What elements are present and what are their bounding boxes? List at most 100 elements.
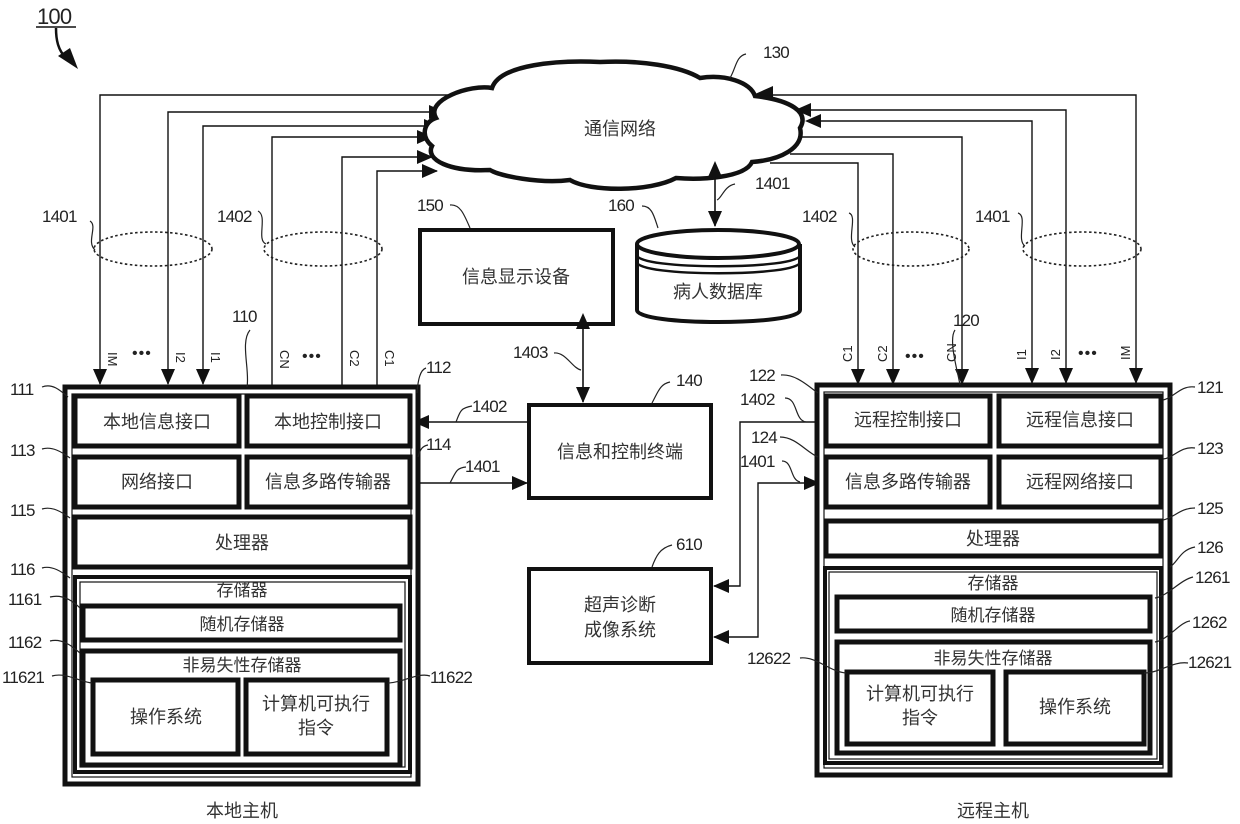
signal-I2-remote: I2 — [1048, 349, 1063, 360]
signal-C2-local: C2 — [347, 350, 362, 367]
local-nvm-label: 非易失性存储器 — [183, 656, 302, 676]
link-IM-remote — [758, 95, 1136, 384]
local-host-ref: 110 — [232, 307, 257, 326]
local-multiplexer-label: 信息多路传输器 — [265, 472, 391, 493]
local-nvm-ref: 1162 — [8, 633, 42, 652]
remote-memory-ref: 126 — [1197, 538, 1223, 557]
ultrasound-label-line1: 超声诊断 — [584, 595, 656, 616]
remote-instructions-line1: 计算机可执行 — [866, 684, 974, 705]
figure-ref-label: 100 — [37, 4, 72, 29]
patient-db-ref: 160 — [608, 196, 634, 215]
remote-multiplexer-label: 信息多路传输器 — [845, 472, 971, 493]
remote-host-caption: 远程主机 — [957, 801, 1029, 822]
signal-I2-local: I2 — [173, 352, 188, 363]
ultrasound-label-line2: 成像系统 — [584, 620, 656, 641]
link-I1-remote — [810, 121, 1032, 384]
remote-os-ref: 12621 — [1188, 653, 1232, 672]
signal-I1-local: I1 — [208, 352, 223, 363]
figure-reference: 100 — [36, 4, 78, 69]
local-multiplexer-ref: 114 — [426, 435, 451, 454]
remote-instructions-line2: 指令 — [902, 708, 938, 729]
terminal-ctrl-link-ref: 1402 — [472, 397, 507, 416]
db-network-link: 1401 — [715, 174, 790, 226]
local-ram-label: 随机存储器 — [200, 615, 285, 635]
signal-C1-local: C1 — [382, 350, 397, 367]
db-link-ref: 1401 — [755, 174, 790, 193]
remote-ram-ref: 1261 — [1195, 568, 1230, 587]
remote-network-interface-label: 远程网络接口 — [1026, 472, 1134, 493]
remote-info-interface-label: 远程信息接口 — [1026, 410, 1134, 431]
local-signal-labels: IM ••• I2 I1 CN ••• C2 C1 — [105, 345, 397, 369]
patient-database: 病人数据库 160 — [608, 196, 800, 322]
remote-host: 120 远程控制接口 远程信息接口 信息多路传输器 远程网络接口 处理器 存储器… — [747, 311, 1232, 822]
remote-instructions-ref: 12622 — [747, 649, 791, 668]
local-ctrl-interface-ref: 112 — [426, 358, 451, 377]
information-display-device: 信息显示设备 150 — [417, 196, 613, 324]
remote-multiplexer-ref: 124 — [751, 428, 777, 447]
local-ram-ref: 1161 — [8, 590, 42, 609]
remote-nvm-label: 非易失性存储器 — [934, 649, 1053, 669]
bundle-local-ctrl-ref: 1402 — [217, 207, 252, 226]
signal-IM-local: IM — [105, 352, 120, 366]
bundle-local-ctrl — [264, 232, 382, 266]
patient-db-label: 病人数据库 — [673, 282, 763, 303]
bundle-remote-info-ref: 1401 — [975, 207, 1010, 226]
terminal-info-link-ref: 1401 — [465, 457, 500, 476]
link-I1-local — [203, 126, 430, 384]
ultrasound-ref: 610 — [676, 535, 702, 554]
terminal-display-link-ref: 1403 — [513, 343, 548, 362]
remote-network-interface-ref: 123 — [1197, 439, 1223, 458]
remote-network-links — [755, 86, 1143, 384]
display-device-label: 信息显示设备 — [462, 267, 570, 288]
local-info-interface-ref: 111 — [10, 380, 34, 399]
remote-signal-labels: C1 C2 ••• CN I1 I2 ••• IM — [840, 343, 1133, 365]
remote-ctrl-interface-ref: 122 — [749, 366, 775, 385]
local-memory-label: 存储器 — [217, 581, 268, 601]
remote-ram-label: 随机存储器 — [951, 606, 1036, 626]
local-ctrl-interface-label: 本地控制接口 — [274, 412, 382, 433]
bundle-remote-ctrl — [853, 232, 969, 266]
remote-nvm-ref: 1262 — [1192, 613, 1227, 632]
local-instructions — [246, 680, 387, 754]
link-I2-local — [168, 112, 430, 384]
signal-C2-remote: C2 — [875, 345, 890, 362]
bundle-remote-info — [1023, 232, 1141, 266]
remote-info-interface-ref: 121 — [1197, 378, 1223, 397]
bundle-remote-ctrl-ref: 1402 — [802, 207, 837, 226]
ultrasound-imaging-system: 超声诊断 成像系统 610 — [529, 535, 711, 663]
link-I2-remote — [800, 110, 1066, 384]
terminal-ref: 140 — [676, 371, 702, 390]
signal-IM-remote: IM — [1118, 346, 1133, 360]
local-os-ref: 11621 — [2, 668, 44, 687]
remote-host-ref: 120 — [953, 311, 979, 330]
ellipsis-local-ctrl: ••• — [302, 348, 322, 365]
ellipsis-remote-ctrl: ••• — [905, 348, 925, 365]
remote-processor-label: 处理器 — [966, 529, 1020, 550]
local-processor-label: 处理器 — [215, 533, 269, 554]
signal-CN-local: CN — [277, 350, 292, 369]
signal-C1-remote: C1 — [840, 345, 855, 362]
info-control-terminal: 信息和控制终端 140 1403 1402 1401 — [414, 328, 711, 498]
terminal-label: 信息和控制终端 — [557, 442, 683, 463]
signal-CN-remote: CN — [944, 343, 959, 362]
display-device-ref: 150 — [417, 196, 443, 215]
local-network-interface-ref: 113 — [10, 441, 35, 460]
ellipsis-remote-info: ••• — [1078, 345, 1098, 362]
local-instructions-line1: 计算机可执行 — [262, 694, 370, 715]
local-info-interface-label: 本地信息接口 — [103, 412, 211, 433]
remote-os-label: 操作系统 — [1039, 697, 1111, 718]
remote-memory-label: 存储器 — [968, 574, 1019, 594]
communication-network: 通信网络 130 — [425, 43, 803, 189]
bundle-local-info — [94, 232, 212, 266]
remote-processor-ref: 125 — [1197, 499, 1223, 518]
local-processor-ref: 115 — [10, 501, 35, 520]
local-host: 110 本地信息接口 本地控制接口 网络接口 信息多路传输器 处理器 存储器 随… — [2, 307, 472, 822]
signal-I1-remote: I1 — [1014, 349, 1029, 360]
local-instructions-line2: 指令 — [298, 718, 334, 739]
local-memory-ref: 116 — [10, 560, 35, 579]
local-network-interface-label: 网络接口 — [121, 472, 193, 493]
ellipsis-local-info: ••• — [132, 345, 152, 362]
bundle-local-info-ref: 1401 — [42, 207, 77, 226]
local-os-label: 操作系统 — [130, 707, 202, 728]
